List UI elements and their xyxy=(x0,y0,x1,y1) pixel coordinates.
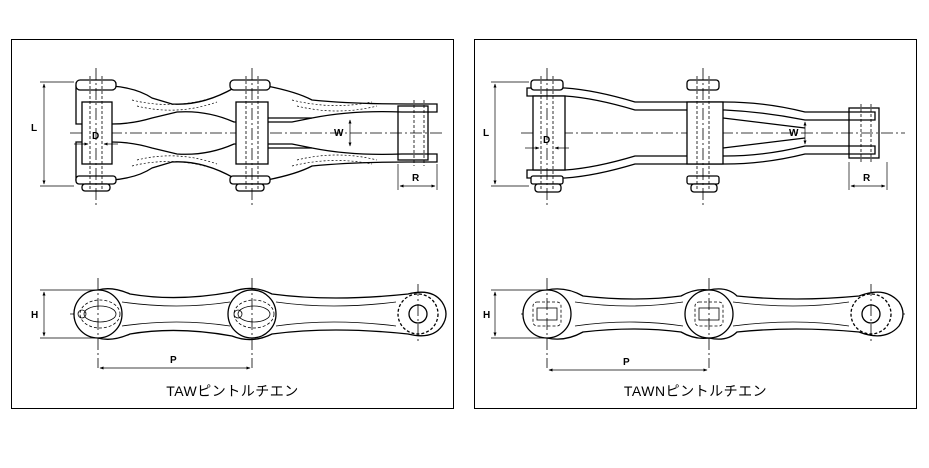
taw-label-D: D xyxy=(92,131,99,142)
tawn-dim-W: W xyxy=(789,121,807,145)
taw-label-W: W xyxy=(334,128,344,139)
taw-top-view xyxy=(70,68,442,208)
taw-label-L: L xyxy=(31,123,37,134)
tawn-dim-P: P xyxy=(548,357,708,372)
tawn-diagram-panel: L D W R xyxy=(474,39,917,409)
taw-side-view xyxy=(70,278,447,368)
tawn-chain-drawing: L D W R xyxy=(483,68,905,372)
taw-dim-D: D xyxy=(74,131,118,146)
tawn-label-D: D xyxy=(543,135,550,146)
taw-label-H: H xyxy=(31,310,38,321)
taw-chain-drawing: L D W R xyxy=(31,68,447,370)
tawn-label-W: W xyxy=(789,128,799,139)
taw-dim-W: W xyxy=(334,119,352,147)
tawn-label-L: L xyxy=(483,128,489,139)
tawn-dim-L: L xyxy=(483,81,529,187)
tawn-label-R: R xyxy=(863,173,871,184)
taw-caption: TAWピントルチエン xyxy=(166,383,299,399)
tawn-side-view xyxy=(521,278,905,368)
taw-diagram-panel: L D W R xyxy=(11,39,454,409)
tawn-caption: TAWNピントルチエン xyxy=(623,383,768,399)
taw-dim-R: R xyxy=(397,164,438,190)
taw-label-P: P xyxy=(170,355,177,366)
tawn-top-view xyxy=(521,68,905,208)
tawn-label-H: H xyxy=(483,310,490,321)
taw-dim-H: H xyxy=(31,289,96,339)
tawn-dim-D: D xyxy=(525,135,569,150)
tawn-dim-H: H xyxy=(483,289,545,339)
tawn-dim-R: R xyxy=(848,162,888,190)
taw-dim-P: P xyxy=(99,355,251,370)
tawn-label-P: P xyxy=(623,357,630,368)
taw-dim-L: L xyxy=(31,81,74,187)
taw-label-R: R xyxy=(412,173,420,184)
